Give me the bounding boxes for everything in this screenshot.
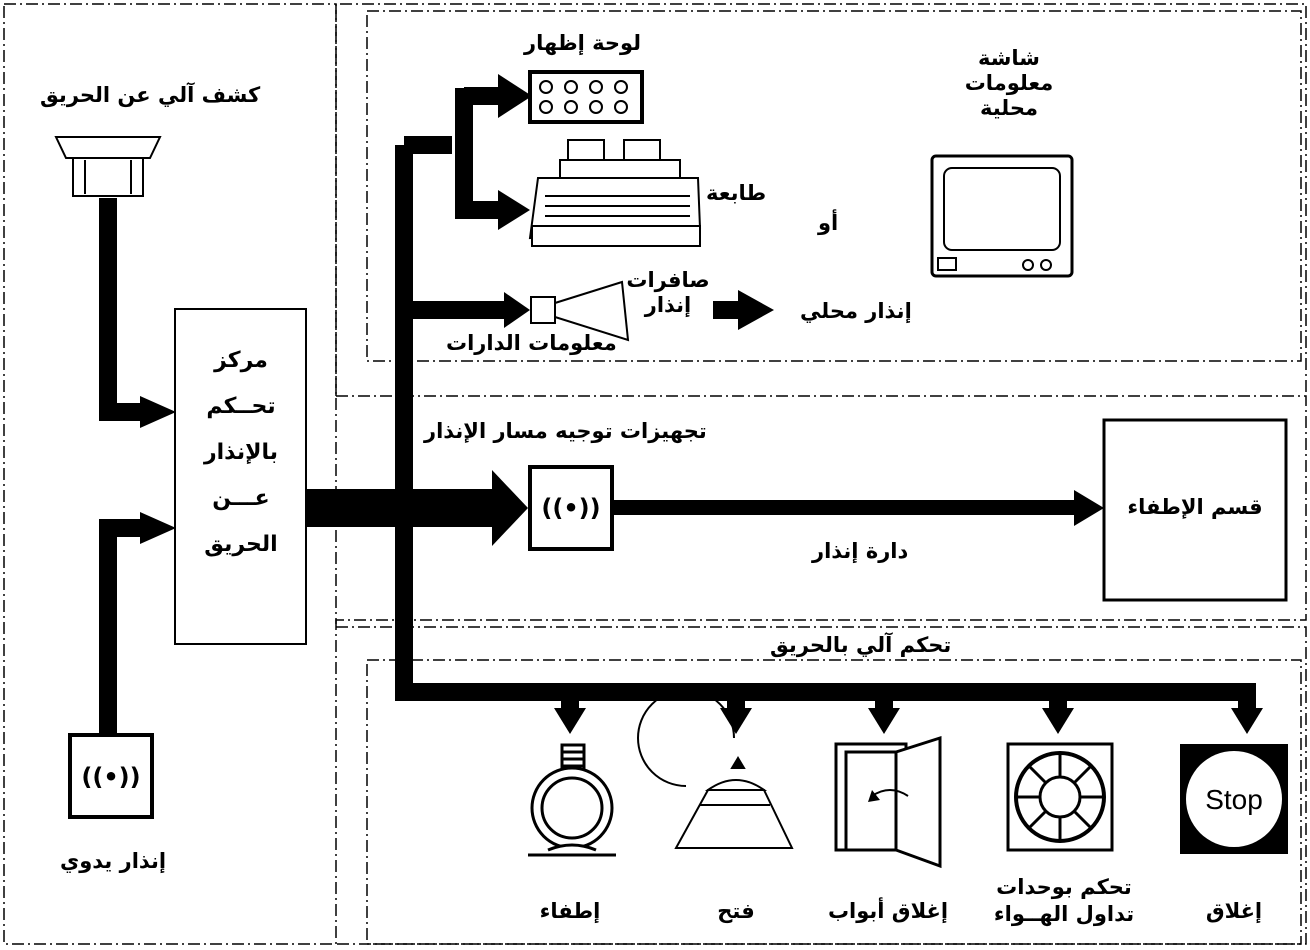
local-screen-label: شاشة معلومات محلية <box>944 46 1074 122</box>
local-screen-icon <box>930 154 1074 278</box>
arrow-hvac <box>1042 708 1074 734</box>
alarm-circuit-label: دارة إنذار <box>812 539 909 563</box>
extinguish-label: إطفاء <box>539 899 601 923</box>
arrow-local-alarm <box>738 290 774 330</box>
control-center-label: مركز تحــكم بالإنذار عـــن الحريق <box>182 338 300 568</box>
control-center-line: مركز <box>214 348 268 373</box>
local-screen-line: شاشة <box>978 46 1040 70</box>
fire-department-box <box>1102 418 1288 602</box>
display-panel-label: لوحة إظهار <box>524 31 642 55</box>
local-screen-line: محلية <box>979 96 1039 121</box>
arrow-doors <box>868 708 900 734</box>
detector-label: كشف آلي عن الحريق <box>40 83 261 107</box>
printer-label: طابعة <box>706 181 767 205</box>
input-region-border <box>3 3 337 945</box>
fire-department-label: قسم الإطفاء <box>1127 495 1263 519</box>
arrow-to-control-center-bottom <box>140 512 176 544</box>
arrow-extinguish <box>554 708 586 734</box>
vent-open-icon <box>637 689 794 849</box>
hvac-label-line: تداول الهــواء <box>993 902 1135 927</box>
manual-call-point-icon: ((•)) <box>68 733 154 819</box>
door-icon <box>834 735 942 869</box>
arrow-to-printer <box>498 190 530 230</box>
main-output-line <box>306 489 494 527</box>
control-center-box <box>174 308 307 645</box>
open-label: فتح <box>717 899 755 923</box>
arrow-to-control-center-top <box>140 396 176 428</box>
arrow-to-fire-department <box>1074 490 1104 526</box>
automatic-control-title: تحكم آلي بالحريق <box>770 633 952 657</box>
siren-label-line: صافرات <box>626 268 710 292</box>
arrow-to-display-panel <box>498 74 532 118</box>
manual-alarm-connection-line <box>99 519 140 737</box>
routing-region-border <box>335 395 1307 627</box>
or-label: أو <box>818 211 839 235</box>
control-center-line: بالإنذار <box>203 440 279 465</box>
manual-alarm-label: إنذار يدوي <box>60 849 167 873</box>
control-inner-border <box>366 659 1302 945</box>
alarm-router-icon: ((•)) <box>528 465 614 551</box>
siren-label: صافرات إنذار <box>626 268 710 318</box>
stop-text: Stop <box>1205 784 1263 815</box>
routing-title: تجهيزات توجيه مسار الإنذار <box>424 419 707 443</box>
local-screen-line: معلومات <box>964 71 1054 96</box>
hvac-label: تحكم بوحدات تداول الهــواء <box>984 874 1144 929</box>
close-doors-label: إغلاق أبواب <box>827 899 949 923</box>
main-bus-line <box>395 145 1256 710</box>
hvac-label-line: تحكم بوحدات <box>996 875 1132 899</box>
svg-text:((•)): ((•)) <box>81 763 140 791</box>
local-alarm-label: إنذار محلي <box>800 299 912 323</box>
circuits-info-label: معلومات الدارات <box>446 331 617 355</box>
siren-label-line: إنذار <box>644 293 692 318</box>
local-display-region-border <box>366 10 1302 362</box>
display-printer-branch <box>455 88 500 219</box>
svg-text:((•)): ((•)) <box>541 494 600 522</box>
control-center-line: عـــن <box>212 486 270 511</box>
control-center-line: الحريق <box>204 532 278 557</box>
arrow-shutdown <box>1231 708 1263 734</box>
shutdown-label: إغلاق <box>1205 899 1263 923</box>
stop-icon: Stop <box>1180 744 1288 854</box>
arrow-to-siren <box>504 292 530 328</box>
printer-icon <box>528 139 702 247</box>
control-center-line: تحــكم <box>206 394 276 419</box>
display-panel-icon <box>528 70 644 124</box>
detector-connection-line <box>99 198 140 421</box>
siren-icon <box>530 280 630 342</box>
arrow-to-router <box>492 470 528 546</box>
arrow-open <box>720 708 752 734</box>
output-region-border <box>335 3 1307 396</box>
air-handling-fan-icon <box>1006 742 1114 852</box>
sprinkler-icon <box>528 743 616 857</box>
alarm-circuit-line <box>612 500 1076 515</box>
fire-detector-icon <box>54 136 162 197</box>
control-region-border <box>336 626 1307 945</box>
